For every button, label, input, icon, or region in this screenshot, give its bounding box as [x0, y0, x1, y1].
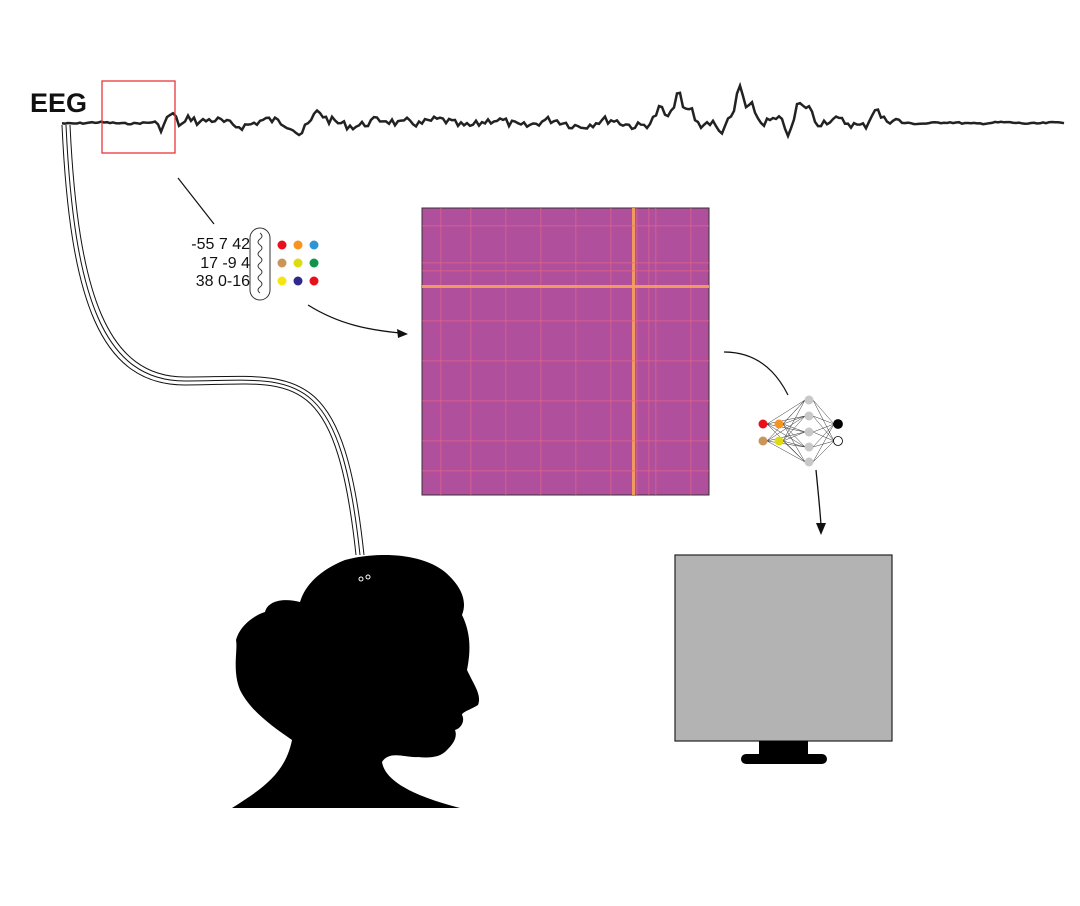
feature-dot — [309, 276, 319, 286]
eeg-trace — [61, 81, 1065, 140]
feature-row: 38 0-16 — [195, 273, 250, 290]
electrode-icon — [365, 574, 371, 580]
hidden-node — [804, 427, 814, 437]
hidden-node — [804, 442, 814, 452]
feature-row: 17 -9 4 — [200, 254, 250, 272]
network-edge — [766, 399, 806, 425]
feature-dot — [293, 276, 303, 286]
feature-values: -55 7 42 17 -9 4 38 0-16 — [186, 236, 250, 292]
matrix-line — [610, 208, 612, 495]
matrix-line — [422, 470, 709, 472]
network-edge — [782, 423, 806, 463]
matrix-line — [470, 208, 472, 495]
output-node — [833, 419, 843, 429]
input-node — [774, 436, 784, 446]
matrix-line — [632, 208, 635, 495]
matrix-line — [636, 208, 638, 495]
arrow-to-monitor — [815, 469, 822, 526]
wave-icon — [257, 232, 263, 294]
network-edge — [812, 431, 835, 442]
network-edge — [812, 423, 835, 433]
input-node — [758, 419, 768, 429]
matrix-line — [422, 285, 709, 288]
matrix-line — [422, 225, 709, 227]
network-edge — [766, 415, 806, 425]
network-edge — [782, 415, 806, 442]
hidden-node — [804, 457, 814, 467]
matrix-line — [422, 262, 709, 264]
electrode-icon — [358, 576, 364, 582]
matrix-line — [505, 208, 507, 495]
matrix-line — [422, 270, 709, 272]
monitor-stand — [759, 741, 808, 756]
hidden-node — [804, 395, 814, 405]
matrix-line — [422, 360, 709, 362]
input-node — [758, 436, 768, 446]
network-edge — [812, 399, 835, 442]
matrix-line — [422, 440, 709, 442]
matrix-line — [422, 400, 709, 402]
network-edge — [782, 440, 806, 448]
network-edge — [812, 440, 835, 448]
network-edge — [812, 415, 835, 442]
feature-dot — [277, 276, 287, 286]
input-node — [774, 419, 784, 429]
eeg-label: EEG — [30, 88, 88, 118]
matrix-line — [575, 208, 577, 495]
network-edge — [782, 440, 806, 463]
matrix-line — [422, 320, 709, 322]
feature-dots — [277, 240, 319, 286]
network-edge — [766, 415, 806, 442]
network-edge — [766, 423, 806, 433]
arrow-to-network — [723, 351, 789, 396]
hidden-node — [804, 411, 814, 421]
arrow-to-matrix — [307, 304, 401, 334]
matrix-line — [690, 208, 692, 495]
feature-dot — [277, 258, 287, 268]
network-edge — [812, 399, 835, 425]
feature-dot — [309, 240, 319, 250]
output-node — [833, 436, 843, 446]
connector-line — [177, 177, 215, 225]
network-edge — [782, 399, 806, 442]
network-edge — [812, 415, 835, 425]
network-edge — [766, 431, 806, 442]
matrix-line — [540, 208, 542, 495]
neural-network — [758, 395, 843, 467]
feature-row: -55 7 42 — [191, 236, 250, 253]
network-edge — [766, 440, 806, 463]
network-edge — [812, 423, 835, 448]
monitor — [674, 554, 893, 764]
arrow-head — [397, 329, 408, 338]
feature-dot — [293, 240, 303, 250]
connectivity-matrix — [421, 207, 710, 496]
selection-box — [101, 80, 176, 154]
network-edge — [812, 423, 835, 463]
electrode-cable — [61, 124, 365, 556]
matrix-line — [655, 208, 657, 495]
network-edge — [766, 399, 806, 442]
signal-capsule — [249, 227, 271, 301]
monitor-screen — [674, 554, 893, 742]
network-edge — [782, 431, 806, 442]
network-edge — [782, 423, 806, 433]
network-edge — [812, 440, 835, 463]
feature-dot — [293, 258, 303, 268]
feature-dot — [309, 258, 319, 268]
feature-dot — [277, 240, 287, 250]
matrix-line — [648, 208, 650, 495]
head-silhouette — [232, 555, 480, 808]
matrix-line — [440, 208, 442, 495]
monitor-base — [741, 754, 827, 764]
arrow-head — [816, 523, 826, 535]
